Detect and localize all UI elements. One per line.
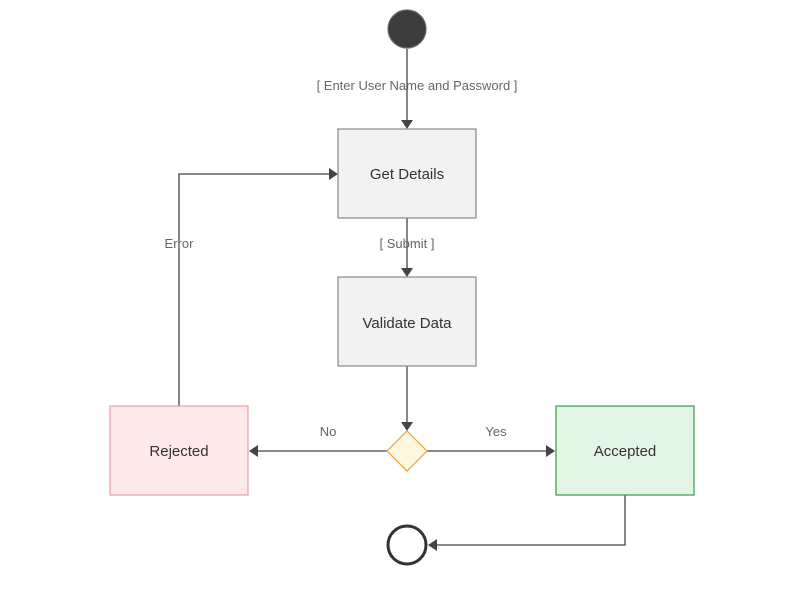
start-node[interactable]	[387, 9, 427, 49]
validate-data-label: Validate Data	[363, 315, 453, 332]
arrowhead-end	[428, 539, 437, 551]
edge-label-enter-credentials: [ Enter User Name and Password ]	[317, 78, 518, 93]
arrowhead-validate-top	[401, 268, 413, 277]
node-accepted[interactable]: Accepted	[555, 405, 695, 496]
arrowhead-get-details-top	[401, 120, 413, 129]
edge-accepted-to-end	[436, 495, 626, 546]
accepted-label: Accepted	[594, 443, 657, 460]
arrowhead-get-details-left	[329, 168, 338, 180]
edge-label-no: No	[320, 424, 337, 439]
node-get-details[interactable]: Get Details	[337, 128, 477, 219]
arrowhead-decision-top	[401, 422, 413, 431]
arrowhead-accepted	[546, 445, 555, 457]
edges	[178, 49, 626, 551]
edge-label-error: Error	[165, 236, 195, 251]
get-details-label: Get Details	[370, 166, 444, 183]
accepted-box[interactable]	[555, 405, 695, 496]
end-node[interactable]	[386, 524, 428, 566]
rejected-box[interactable]	[109, 405, 249, 496]
edge-rejected-to-get-details	[178, 173, 330, 406]
validate-data-box[interactable]	[337, 276, 477, 367]
decision-diamond[interactable]	[386, 430, 428, 472]
rejected-label: Rejected	[149, 443, 208, 460]
edge-label-submit: [ Submit ]	[380, 236, 435, 251]
node-validate-data[interactable]: Validate Data	[337, 276, 477, 367]
arrowhead-rejected	[249, 445, 258, 457]
node-rejected[interactable]: Rejected	[109, 405, 249, 496]
edge-label-yes: Yes	[485, 424, 507, 439]
get-details-box[interactable]	[337, 128, 477, 219]
